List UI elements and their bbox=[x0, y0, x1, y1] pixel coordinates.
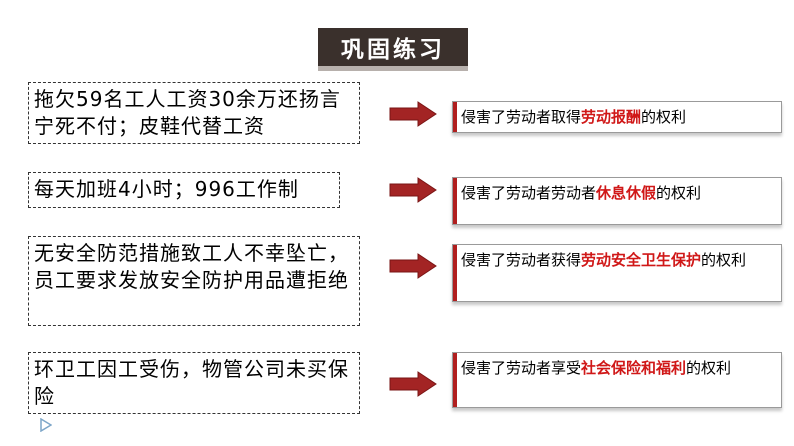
result-box-3: 侵害了劳动者获得劳动安全卫生保护的权利 bbox=[452, 244, 782, 302]
result-prefix: 侵害了劳动者享受 bbox=[461, 359, 582, 377]
result-suffix: 的权利 bbox=[656, 184, 702, 202]
case-box-4: 环卫工因工受伤，物管公司未买保险 bbox=[28, 352, 360, 414]
right-arrow-icon bbox=[389, 101, 437, 127]
right-arrow-icon bbox=[389, 371, 437, 397]
result-box-2: 侵害了劳动者劳动者休息休假的权利 bbox=[452, 177, 782, 225]
result-prefix: 侵害了劳动者取得 bbox=[461, 108, 582, 126]
result-highlight: 劳动安全卫生保护 bbox=[581, 251, 702, 269]
result-box-4: 侵害了劳动者享受社会保险和福利的权利 bbox=[452, 352, 782, 408]
result-prefix: 侵害了劳动者劳动者 bbox=[461, 184, 597, 202]
right-arrow-icon bbox=[389, 253, 437, 279]
result-highlight: 劳动报酬 bbox=[581, 108, 642, 126]
result-box-1: 侵害了劳动者取得劳动报酬的权利 bbox=[452, 101, 782, 133]
result-prefix: 侵害了劳动者获得 bbox=[461, 251, 582, 269]
page-title: 巩固练习 bbox=[318, 28, 468, 66]
play-triangle-icon[interactable] bbox=[40, 418, 52, 432]
result-highlight: 休息休假 bbox=[596, 184, 657, 202]
title-shadow bbox=[318, 66, 468, 71]
right-arrow-icon bbox=[389, 177, 437, 203]
result-highlight: 社会保险和福利 bbox=[581, 359, 687, 377]
case-box-1: 拖欠59名工人工资30余万还扬言宁死不付；皮鞋代替工资 bbox=[28, 82, 360, 144]
case-box-3: 无安全防范措施致工人不幸坠亡，员工要求发放安全防护用品遭拒绝 bbox=[28, 236, 360, 326]
case-box-2: 每天加班4小时；996工作制 bbox=[28, 172, 340, 208]
result-suffix: 的权利 bbox=[686, 359, 732, 377]
result-suffix: 的权利 bbox=[701, 251, 747, 269]
result-suffix: 的权利 bbox=[641, 108, 687, 126]
